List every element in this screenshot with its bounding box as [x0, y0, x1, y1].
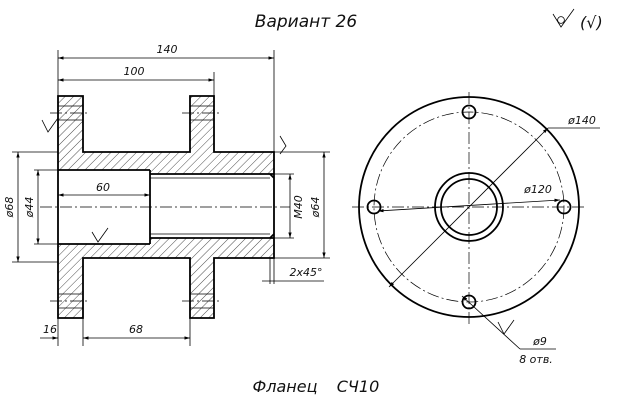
dim-68: 68: [129, 323, 143, 336]
part-material: СЧ10: [337, 377, 380, 396]
dim-60: 60: [96, 181, 110, 194]
part-name: Фланец: [253, 377, 318, 396]
dim-holes-count: 8 отв.: [519, 353, 553, 366]
dim-dia-9: ø9: [532, 335, 547, 348]
roughness-sign: (√): [552, 8, 603, 32]
dim-dia-140: ø140: [567, 114, 596, 127]
dim-16: 16: [43, 323, 57, 336]
drawing-title: Вариант 26: [255, 12, 358, 32]
dim-thread-m40: M40: [292, 195, 305, 219]
dim-chamfer: 2x45°: [289, 266, 322, 279]
dim-140: 140: [157, 43, 178, 56]
dim-dia-68: ø68: [3, 197, 16, 219]
roughness-paren: (√): [580, 13, 603, 32]
section-dimensions: 140 100 60 16 68 ø68 ø44 M40 ø64: [3, 43, 330, 346]
dim-dia-44: ø44: [23, 197, 36, 219]
dim-100: 100: [124, 65, 145, 78]
dim-dia-64: ø64: [309, 197, 322, 219]
front-view: ø140 ø120 ø9 8 отв.: [352, 92, 600, 366]
section-view: [40, 95, 290, 319]
dim-dia-120: ø120: [523, 183, 552, 196]
